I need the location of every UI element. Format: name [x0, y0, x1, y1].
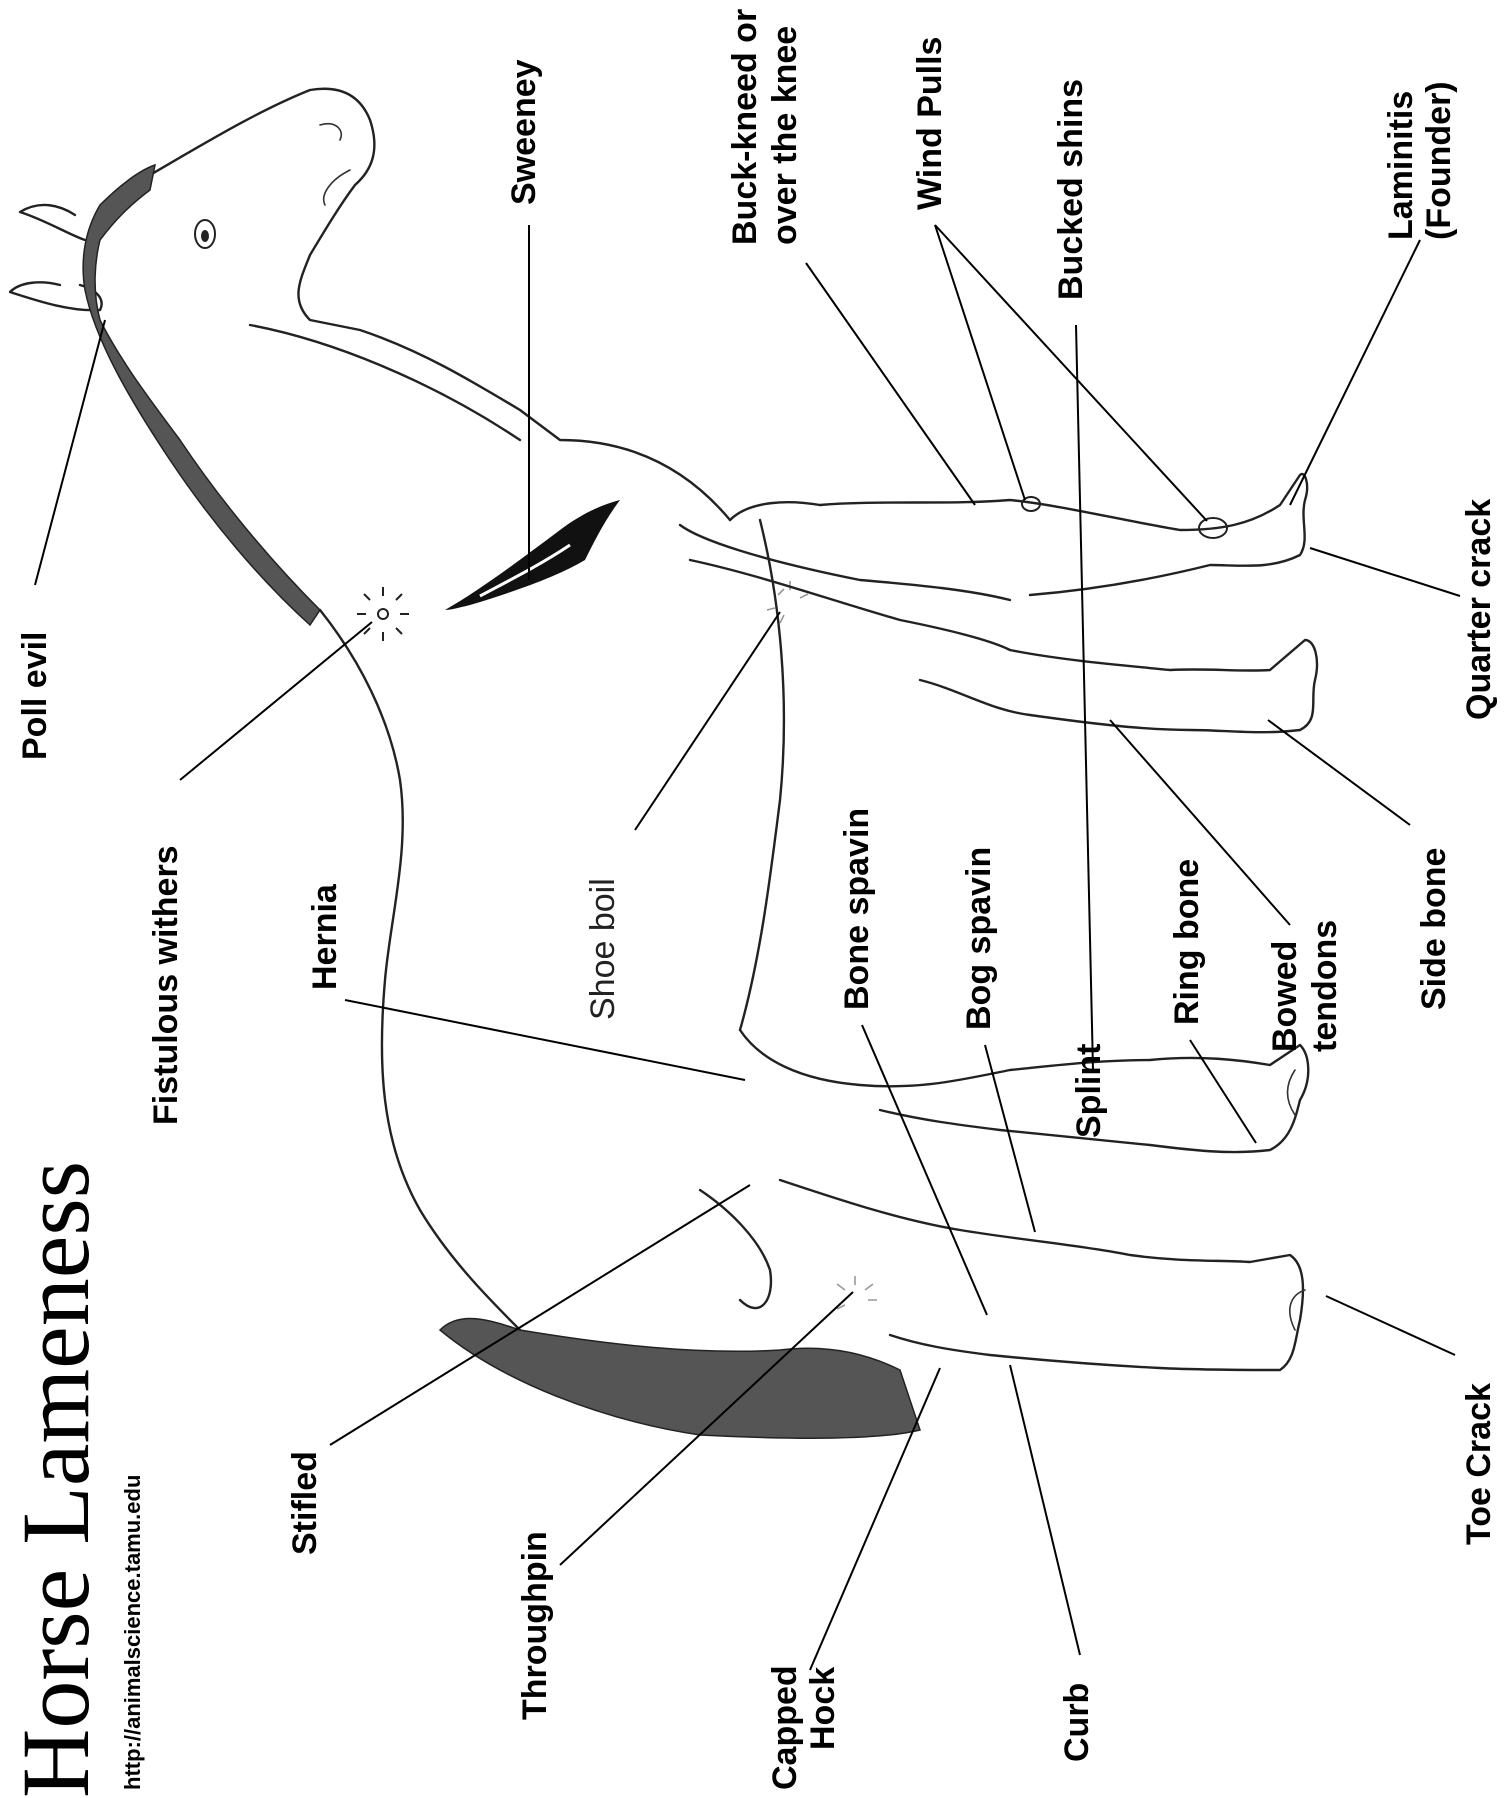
- label-side-bone: Side bone: [1415, 848, 1453, 1010]
- label-toe-crack: Toe Crack: [1460, 1383, 1498, 1545]
- label-bog-spavin: Bog spavin: [960, 847, 998, 1030]
- label-hernia: Hernia: [306, 883, 344, 990]
- label-throughpin: Throughpin: [516, 1531, 554, 1720]
- label-laminitis-line1: Laminitis: [1382, 91, 1420, 240]
- label-buck-kneed-line2: over the knee: [766, 26, 804, 245]
- label-bowed-tendons-line2: tendons: [1306, 920, 1344, 1052]
- label-stifled: Stifled: [286, 1451, 324, 1555]
- label-splint: Splint: [1070, 1044, 1108, 1138]
- label-bucked-shins: Bucked shins: [1052, 79, 1090, 300]
- source-url: http://animalscience.tamu.edu: [120, 1475, 145, 1790]
- label-fistulous-withers: Fistulous withers: [147, 845, 185, 1125]
- label-capped-hock-line2: Hock: [804, 1667, 842, 1750]
- label-buck-kneed-line1: Buck-kneed or: [726, 9, 764, 245]
- label-laminitis-line2: (Founder): [1420, 81, 1458, 240]
- label-sweeney: Sweeney: [505, 59, 543, 205]
- label-quarter-crack: Quarter crack: [1460, 499, 1498, 720]
- label-shoe-boil: Shoe boil: [584, 878, 622, 1020]
- label-bowed-tendons-line1: Bowed: [1266, 941, 1304, 1052]
- label-capped-hock-line1: Capped: [766, 1665, 804, 1790]
- page-title: Horse Lameness: [2, 1161, 109, 1798]
- label-bone-spavin: Bone spavin: [838, 808, 876, 1010]
- label-ring-bone: Ring bone: [1168, 859, 1206, 1025]
- label-wind-pulls: Wind Pulls: [911, 37, 949, 210]
- label-curb: Curb: [1058, 1683, 1096, 1762]
- label-poll-evil: Poll evil: [16, 632, 54, 761]
